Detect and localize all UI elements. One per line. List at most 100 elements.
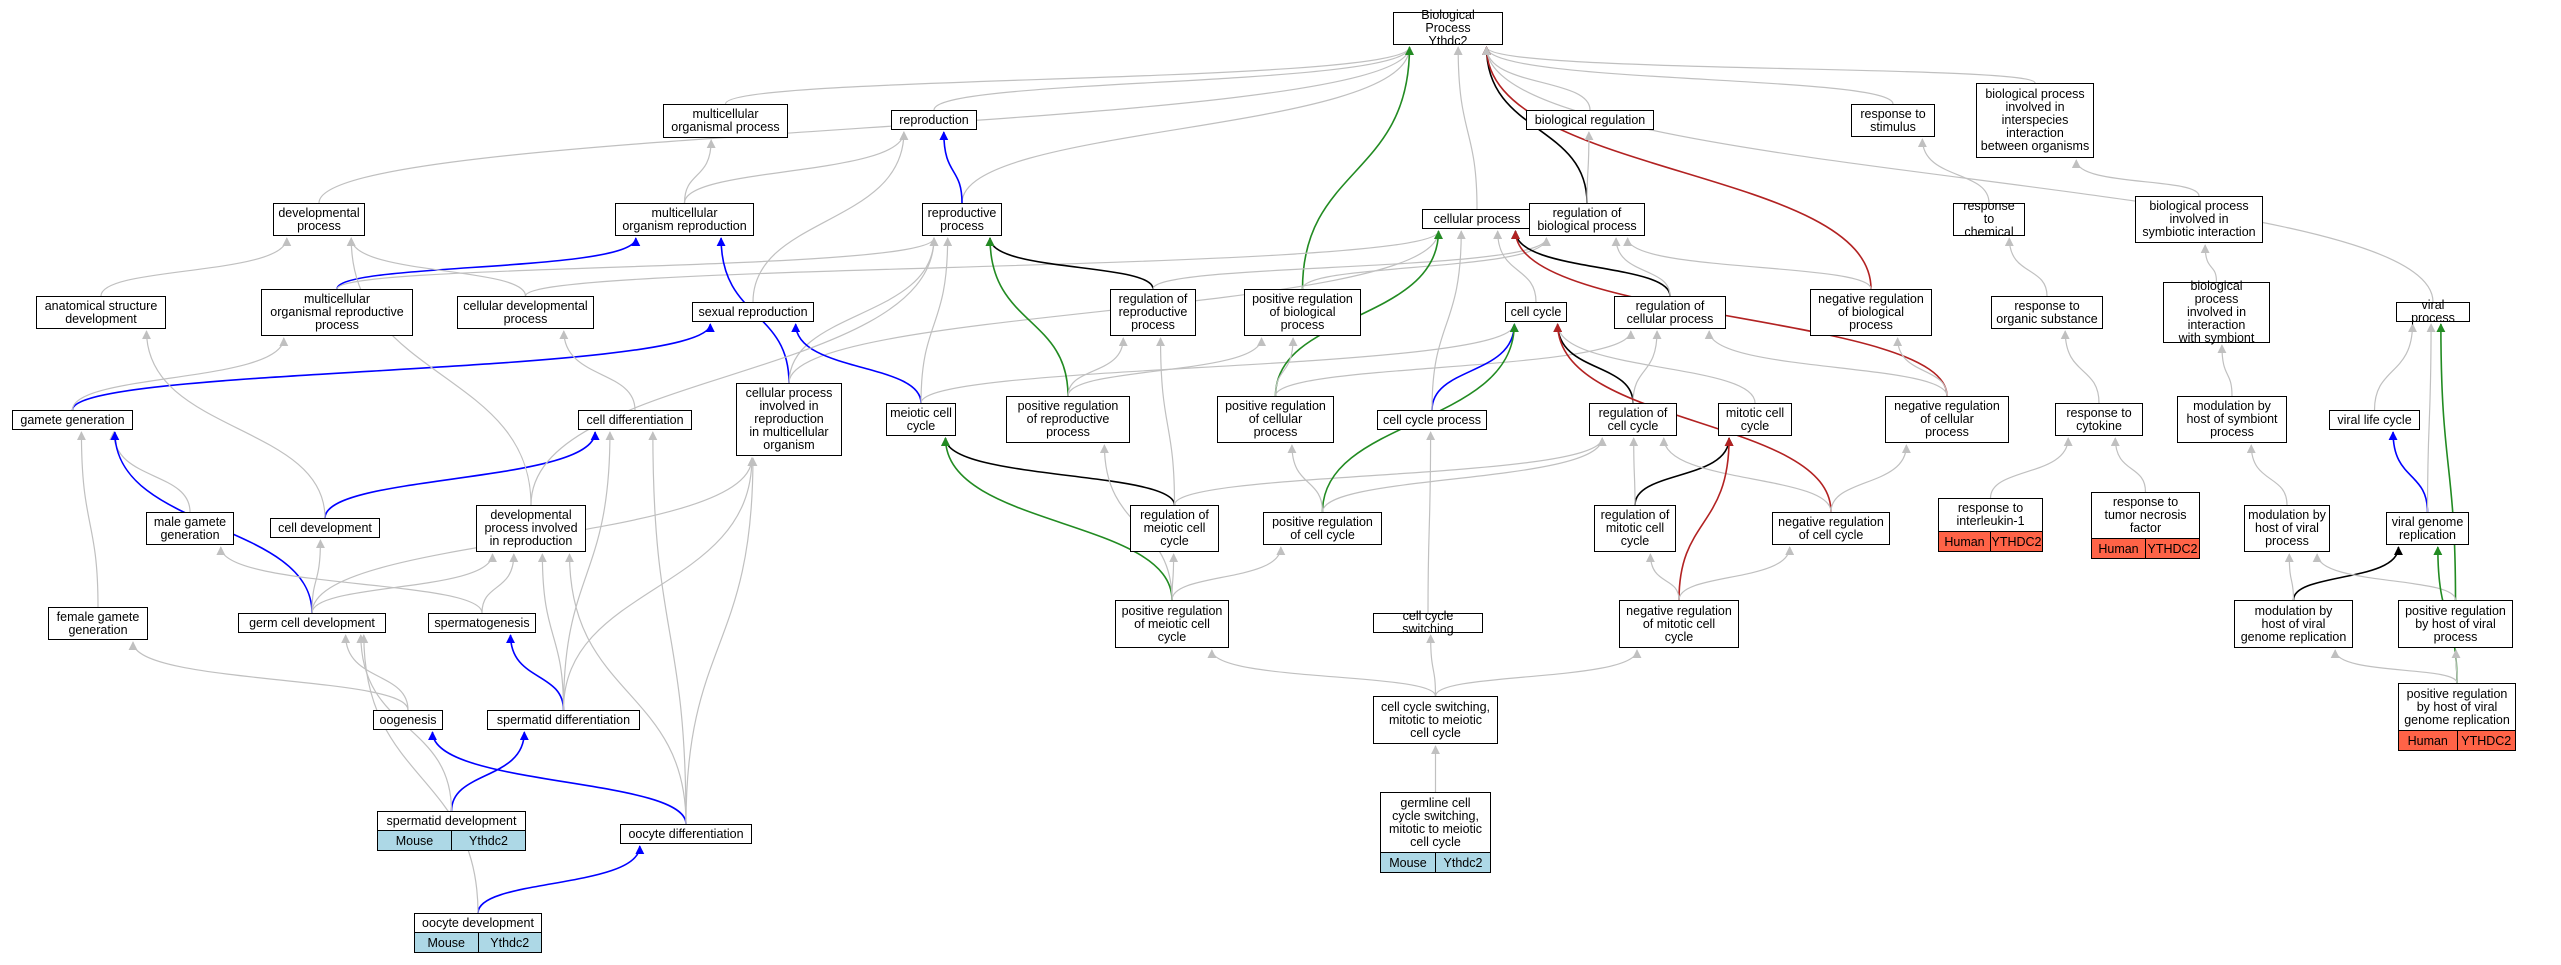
species-tag[interactable]: Human <box>2092 539 2146 558</box>
go-term-positive-regulation-by-host-of-viral-genome-replication[interactable]: positive regulation by host of viral gen… <box>2398 683 2516 731</box>
go-term-cell-cycle[interactable]: cell cycle <box>1505 302 1567 322</box>
go-term-multicellular-organismal-reproductive-process[interactable]: multicellular organismal reproductive pr… <box>261 289 413 336</box>
species-tag[interactable]: Mouse <box>1381 853 1436 872</box>
go-term-anatomical-structure-development[interactable]: anatomical structure development <box>36 296 166 329</box>
edge-is-a <box>961 46 1414 204</box>
go-term-germ-cell-development[interactable]: germ cell development <box>238 613 386 633</box>
go-term-response-to-interleukin-1[interactable]: response to interleukin-1 <box>1938 498 2043 532</box>
go-term-modulation-by-host-of-viral-genome-replication[interactable]: modulation by host of viral genome repli… <box>2234 600 2353 648</box>
go-term-negative-regulation-of-biological-process[interactable]: negative regulation of biological proces… <box>1810 289 1932 336</box>
go-term-cellular-developmental-process[interactable]: cellular developmental process <box>457 296 594 329</box>
go-term-multicellular-organism-reproduction[interactable]: multicellular organism reproduction <box>615 203 754 236</box>
go-term-response-to-stimulus[interactable]: response to stimulus <box>1851 104 1935 137</box>
edge-is-a <box>648 431 687 825</box>
go-term-symbiotic-interaction[interactable]: biological process involved in symbiotic… <box>2135 196 2263 243</box>
go-term-regulation-of-mitotic-cell-cycle[interactable]: regulation of mitotic cell cycle <box>1594 505 1676 552</box>
go-term-positive-regulation-of-cellular-process[interactable]: positive regulation of cellular process <box>1217 396 1334 443</box>
go-term-cell-cycle-process[interactable]: cell cycle process <box>1377 410 1487 430</box>
edge-is-a <box>2217 344 2233 397</box>
go-term-response-to-tnf[interactable]: response to tumor necrosis factor <box>2091 492 2200 539</box>
species-tag[interactable]: Human <box>1939 532 1991 551</box>
go-term-developmental-process-in-reproduction[interactable]: developmental process involved in reprod… <box>476 505 586 552</box>
go-term-oogenesis[interactable]: oogenesis <box>373 710 443 730</box>
go-term-cellular-process-in-reproduction[interactable]: cellular process involved in reproductio… <box>736 383 842 456</box>
gene-tag[interactable]: Ythdc2 <box>478 933 541 952</box>
edge-is-a <box>2451 649 2461 684</box>
go-term-positive-regulation-of-biological-process[interactable]: positive regulation of biological proces… <box>1244 289 1361 336</box>
edge-is-a <box>1431 230 1466 411</box>
edge-is-a <box>724 46 1414 105</box>
species-tag[interactable]: Mouse <box>378 831 452 850</box>
go-term-reproduction[interactable]: reproduction <box>891 110 977 130</box>
go-term-meiotic-cell-cycle[interactable]: meiotic cell cycle <box>886 403 956 436</box>
edge-negatively-regulates <box>1511 230 1948 397</box>
edge-is-a <box>1611 237 1671 297</box>
go-term-sexual-reproduction[interactable]: sexual reproduction <box>692 302 814 322</box>
go-term-positive-regulation-of-meiotic-cell-cycle[interactable]: positive regulation of meiotic cell cycl… <box>1115 600 1229 648</box>
go-term-biological-regulation[interactable]: biological regulation <box>1526 110 1654 130</box>
go-term-oocyte-differentiation[interactable]: oocyte differentiation <box>620 824 752 844</box>
go-term-regulation-of-cell-cycle[interactable]: regulation of cell cycle <box>1589 403 1677 436</box>
gene-tag[interactable]: YTHDC2 <box>1991 532 2042 551</box>
go-term-cell-cycle-switching[interactable]: cell cycle switching <box>1373 610 1483 636</box>
edge-is-a <box>562 431 615 711</box>
go-term-regulation-of-reproductive-process[interactable]: regulation of reproductive process <box>1110 289 1196 336</box>
go-term-mitotic-cell-cycle[interactable]: mitotic cell cycle <box>1718 403 1792 436</box>
go-term-response-to-chemical[interactable]: response to chemical <box>1953 200 2025 239</box>
go-term-spermatogenesis[interactable]: spermatogenesis <box>428 613 536 633</box>
edge-is-a <box>920 323 1519 404</box>
species-tag[interactable]: Human <box>2399 731 2458 750</box>
go-term-oocyte-development[interactable]: oocyte development <box>414 913 542 933</box>
edge-is-a <box>2330 649 2458 684</box>
edge-is-a <box>2373 323 2418 411</box>
go-term-gamete-generation[interactable]: gamete generation <box>12 410 133 430</box>
gene-tag[interactable]: YTHDC2 <box>2146 539 2199 558</box>
edge-negatively-regulates <box>1678 437 1734 601</box>
go-term-positive-regulation-of-cell-cycle[interactable]: positive regulation of cell cycle <box>1263 512 1382 545</box>
go-term-regulation-of-cellular-process[interactable]: regulation of cellular process <box>1614 296 1726 329</box>
go-term-multicellular-organismal-process[interactable]: multicellular organismal process <box>663 104 788 138</box>
go-term-positive-regulation-of-reproductive-process[interactable]: positive regulation of reproductive proc… <box>1006 396 1130 443</box>
go-term-reproductive-process[interactable]: reproductive process <box>922 203 1002 236</box>
gene-tag[interactable]: YTHDC2 <box>2457 731 2515 750</box>
go-term-cell-cycle-switching-mitotic-to-meiotic[interactable]: cell cycle switching, mitotic to meiotic… <box>1373 696 1498 744</box>
edge-is-a <box>1584 131 1594 204</box>
go-term-regulation-of-meiotic-cell-cycle[interactable]: regulation of meiotic cell cycle <box>1130 505 1219 552</box>
edge-is-a <box>1632 330 1662 404</box>
go-term-interspecies-interaction[interactable]: biological process involved in interspec… <box>1976 83 2094 158</box>
edge-is-a <box>346 237 527 297</box>
go-term-response-to-organic-substance[interactable]: response to organic substance <box>1991 296 2103 329</box>
edge-is-a <box>1453 46 1478 210</box>
go-term-negative-regulation-of-mitotic-cell-cycle[interactable]: negative regulation of mitotic cell cycl… <box>1619 600 1739 648</box>
go-term-germline-cell-cycle-switching[interactable]: germline cell cycle switching, mitotic t… <box>1380 792 1491 853</box>
go-term-positive-regulation-by-host-of-viral-process[interactable]: positive regulation by host of viral pro… <box>2398 600 2513 648</box>
gene-tag[interactable]: Ythdc2 <box>1436 853 1490 872</box>
go-term-modulation-by-host-of-viral-process[interactable]: modulation by host of viral process <box>2244 505 2330 552</box>
go-term-modulation-by-host-of-symbiont-process[interactable]: modulation by host of symbiont process <box>2177 396 2287 443</box>
go-term-spermatid-differentiation[interactable]: spermatid differentiation <box>487 710 640 730</box>
go-term-negative-regulation-of-cellular-process[interactable]: negative regulation of cellular process <box>1885 396 2009 443</box>
go-term-cellular-process[interactable]: cellular process <box>1422 209 1532 229</box>
go-term-viral-genome-replication[interactable]: viral genome replication <box>2386 512 2469 545</box>
go-term-regulation-of-biological-process[interactable]: regulation of biological process <box>1529 203 1645 236</box>
gene-tag[interactable]: Ythdc2 <box>452 831 525 850</box>
go-term-cell-development[interactable]: cell development <box>270 518 380 538</box>
go-term-viral-life-cycle[interactable]: viral life cycle <box>2329 410 2420 430</box>
edge-is-a <box>341 634 409 711</box>
go-term-response-to-cytokine[interactable]: response to cytokine <box>2055 403 2143 436</box>
go-term-male-gamete-generation[interactable]: male gamete generation <box>146 512 234 545</box>
go-term-female-gamete-generation[interactable]: female gamete generation <box>48 607 148 640</box>
go-term-developmental-process[interactable]: developmental process <box>273 203 365 236</box>
go-term-spermatid-development[interactable]: spermatid development <box>377 811 526 831</box>
go-term-viral-process[interactable]: viral process <box>2396 299 2470 325</box>
go-term-cell-differentiation[interactable]: cell differentiation <box>578 410 692 430</box>
edge-is-a <box>1171 546 1286 601</box>
edge-regulates <box>985 237 1154 290</box>
go-term-negative-regulation-of-cell-cycle[interactable]: negative regulation of cell cycle <box>1772 512 1890 545</box>
go-term-root[interactable]: Biological Process Ythdc2 <box>1393 9 1503 48</box>
species-tag[interactable]: Mouse <box>415 933 479 952</box>
go-term-interaction-with-symbiont[interactable]: biological process involved in interacti… <box>2163 280 2270 345</box>
edge-part-of <box>71 323 715 411</box>
